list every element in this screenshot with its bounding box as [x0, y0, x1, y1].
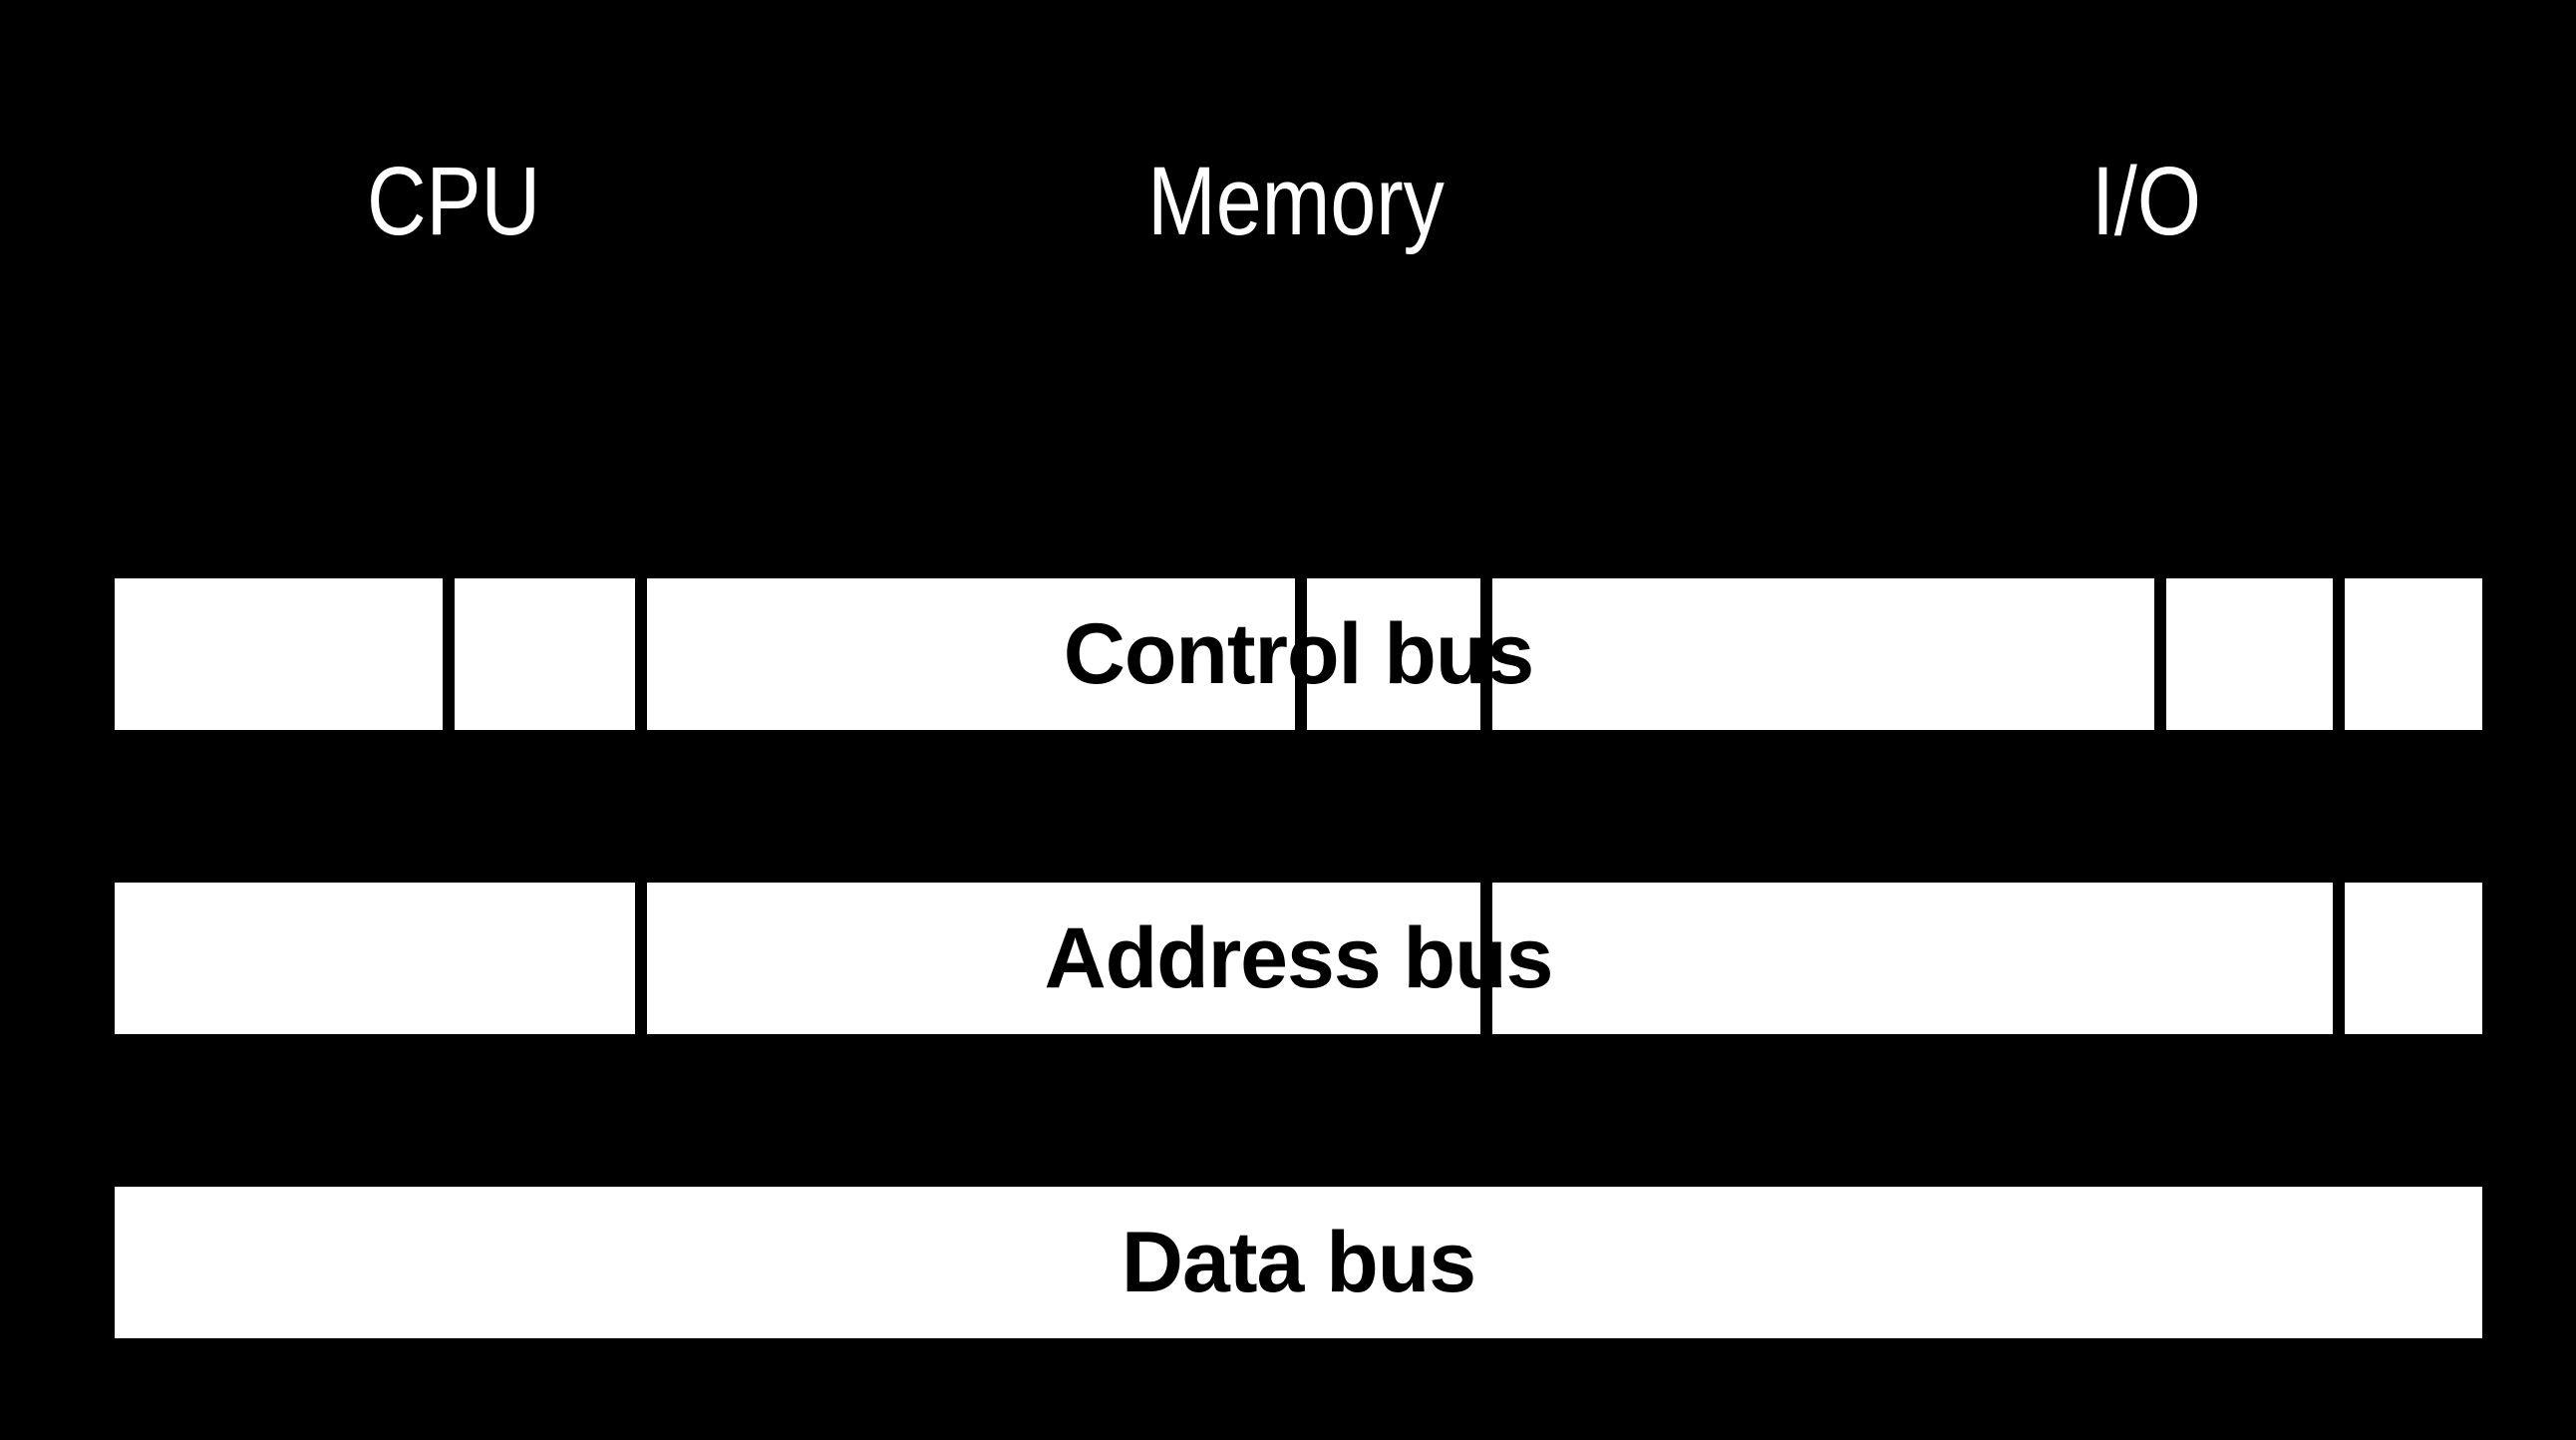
address-bus-bar: Address bus: [115, 883, 2482, 1034]
io-label: I/O: [2092, 147, 2201, 255]
connector-cpu-to-data-bus: [635, 299, 647, 1187]
data-bus-bar: Data bus: [115, 1187, 2482, 1338]
connector-cpu-to-address-bus: [443, 299, 455, 883]
connector-io-to-data-bus: [2333, 299, 2345, 1187]
data-bus-label: Data bus: [1121, 1214, 1476, 1310]
connector-io-to-address-bus: [2154, 299, 2166, 883]
connector-memory-to-data-bus: [1480, 299, 1492, 1187]
cpu-label: CPU: [366, 147, 541, 255]
memory-label: Memory: [1147, 147, 1445, 255]
address-bus-label: Address bus: [1044, 909, 1554, 1006]
connector-memory-to-address-bus: [1295, 299, 1307, 883]
